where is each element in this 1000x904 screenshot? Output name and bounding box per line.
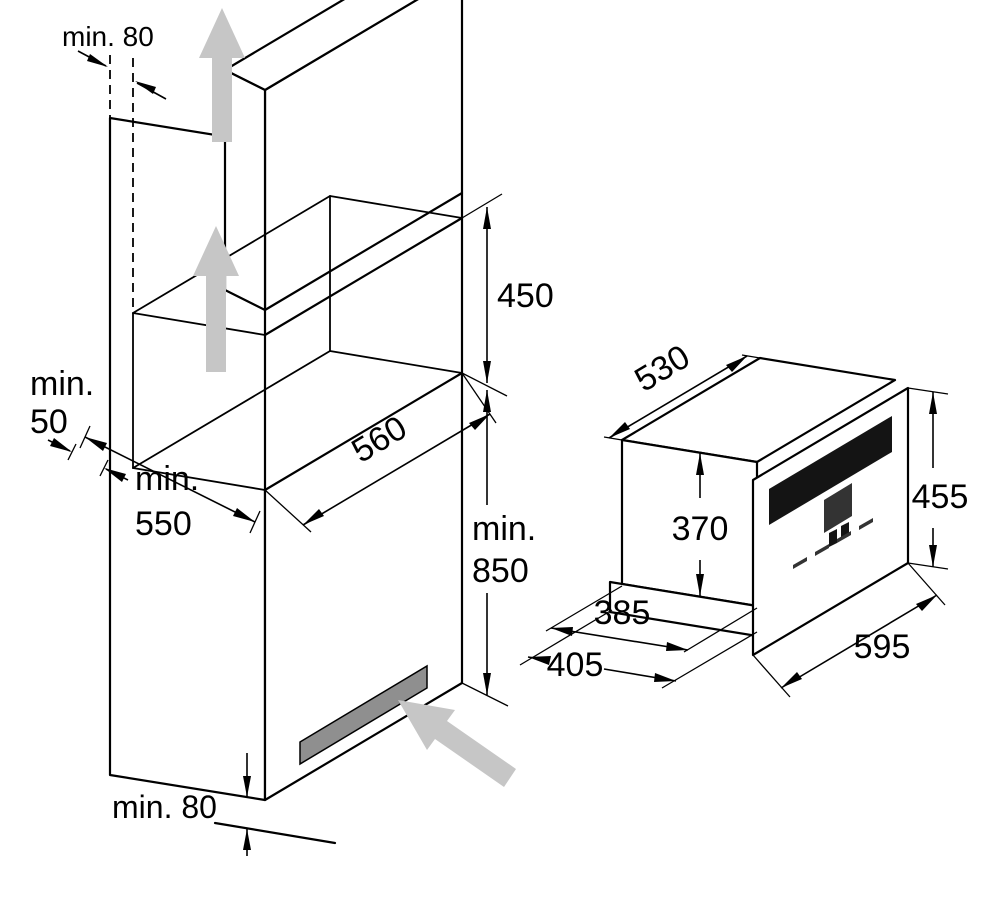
dimension-min-height: min. 850: [461, 390, 536, 707]
niche-opening: [132, 191, 464, 491]
dim-label-front-height: 455: [912, 478, 969, 516]
upper-cabinet-box: [223, 0, 464, 312]
dimension-bottom-clearance: min. 80: [112, 753, 251, 856]
dim-label-rear-gap-1: min.: [30, 365, 94, 403]
dim-label-min-height-1: min.: [472, 510, 536, 548]
floor-line: [213, 821, 337, 845]
dim-label-cabinet-depth-2: 550: [135, 505, 192, 543]
dim-label-body-height: 370: [672, 510, 729, 548]
dim-label-rear-gap-2: 50: [30, 403, 68, 441]
coffee-spout: [824, 483, 852, 547]
drip-grid: [793, 518, 873, 569]
dimension-cabinet-depth: min. 550: [79, 425, 261, 543]
dimension-front-height: 455: [907, 387, 969, 570]
arrow-up-niche-icon: [193, 226, 239, 372]
dimension-body-height: 370: [672, 453, 729, 596]
dim-label-top-clearance: min. 80: [62, 21, 154, 52]
dimension-top-clearance: min. 80: [62, 21, 167, 100]
dim-label-body-depth: 385: [594, 594, 651, 632]
vent-slot: [299, 664, 428, 766]
dim-label-cabinet-depth-1: min.: [135, 460, 199, 498]
dimension-rear-gap: min. 50: [30, 365, 129, 482]
display-panel: [769, 416, 892, 525]
cabinet-drawing: min. 80 450 min. 850 56: [30, 0, 554, 856]
dim-label-bottom-clearance: min. 80: [112, 789, 217, 825]
dim-label-niche-height: 450: [497, 277, 554, 315]
dimension-niche-height: 450: [461, 193, 554, 397]
dimension-total-depth: 405: [519, 609, 758, 689]
dim-label-front-width: 595: [854, 628, 911, 666]
dim-label-min-height-2: 850: [472, 552, 529, 590]
dim-label-total-depth: 405: [547, 646, 604, 684]
dimension-body-depth: 385: [545, 585, 758, 653]
arrow-up-top-icon: [199, 8, 245, 142]
dimension-front-width: 595: [752, 562, 946, 698]
arrow-vent-icon: [398, 700, 516, 787]
